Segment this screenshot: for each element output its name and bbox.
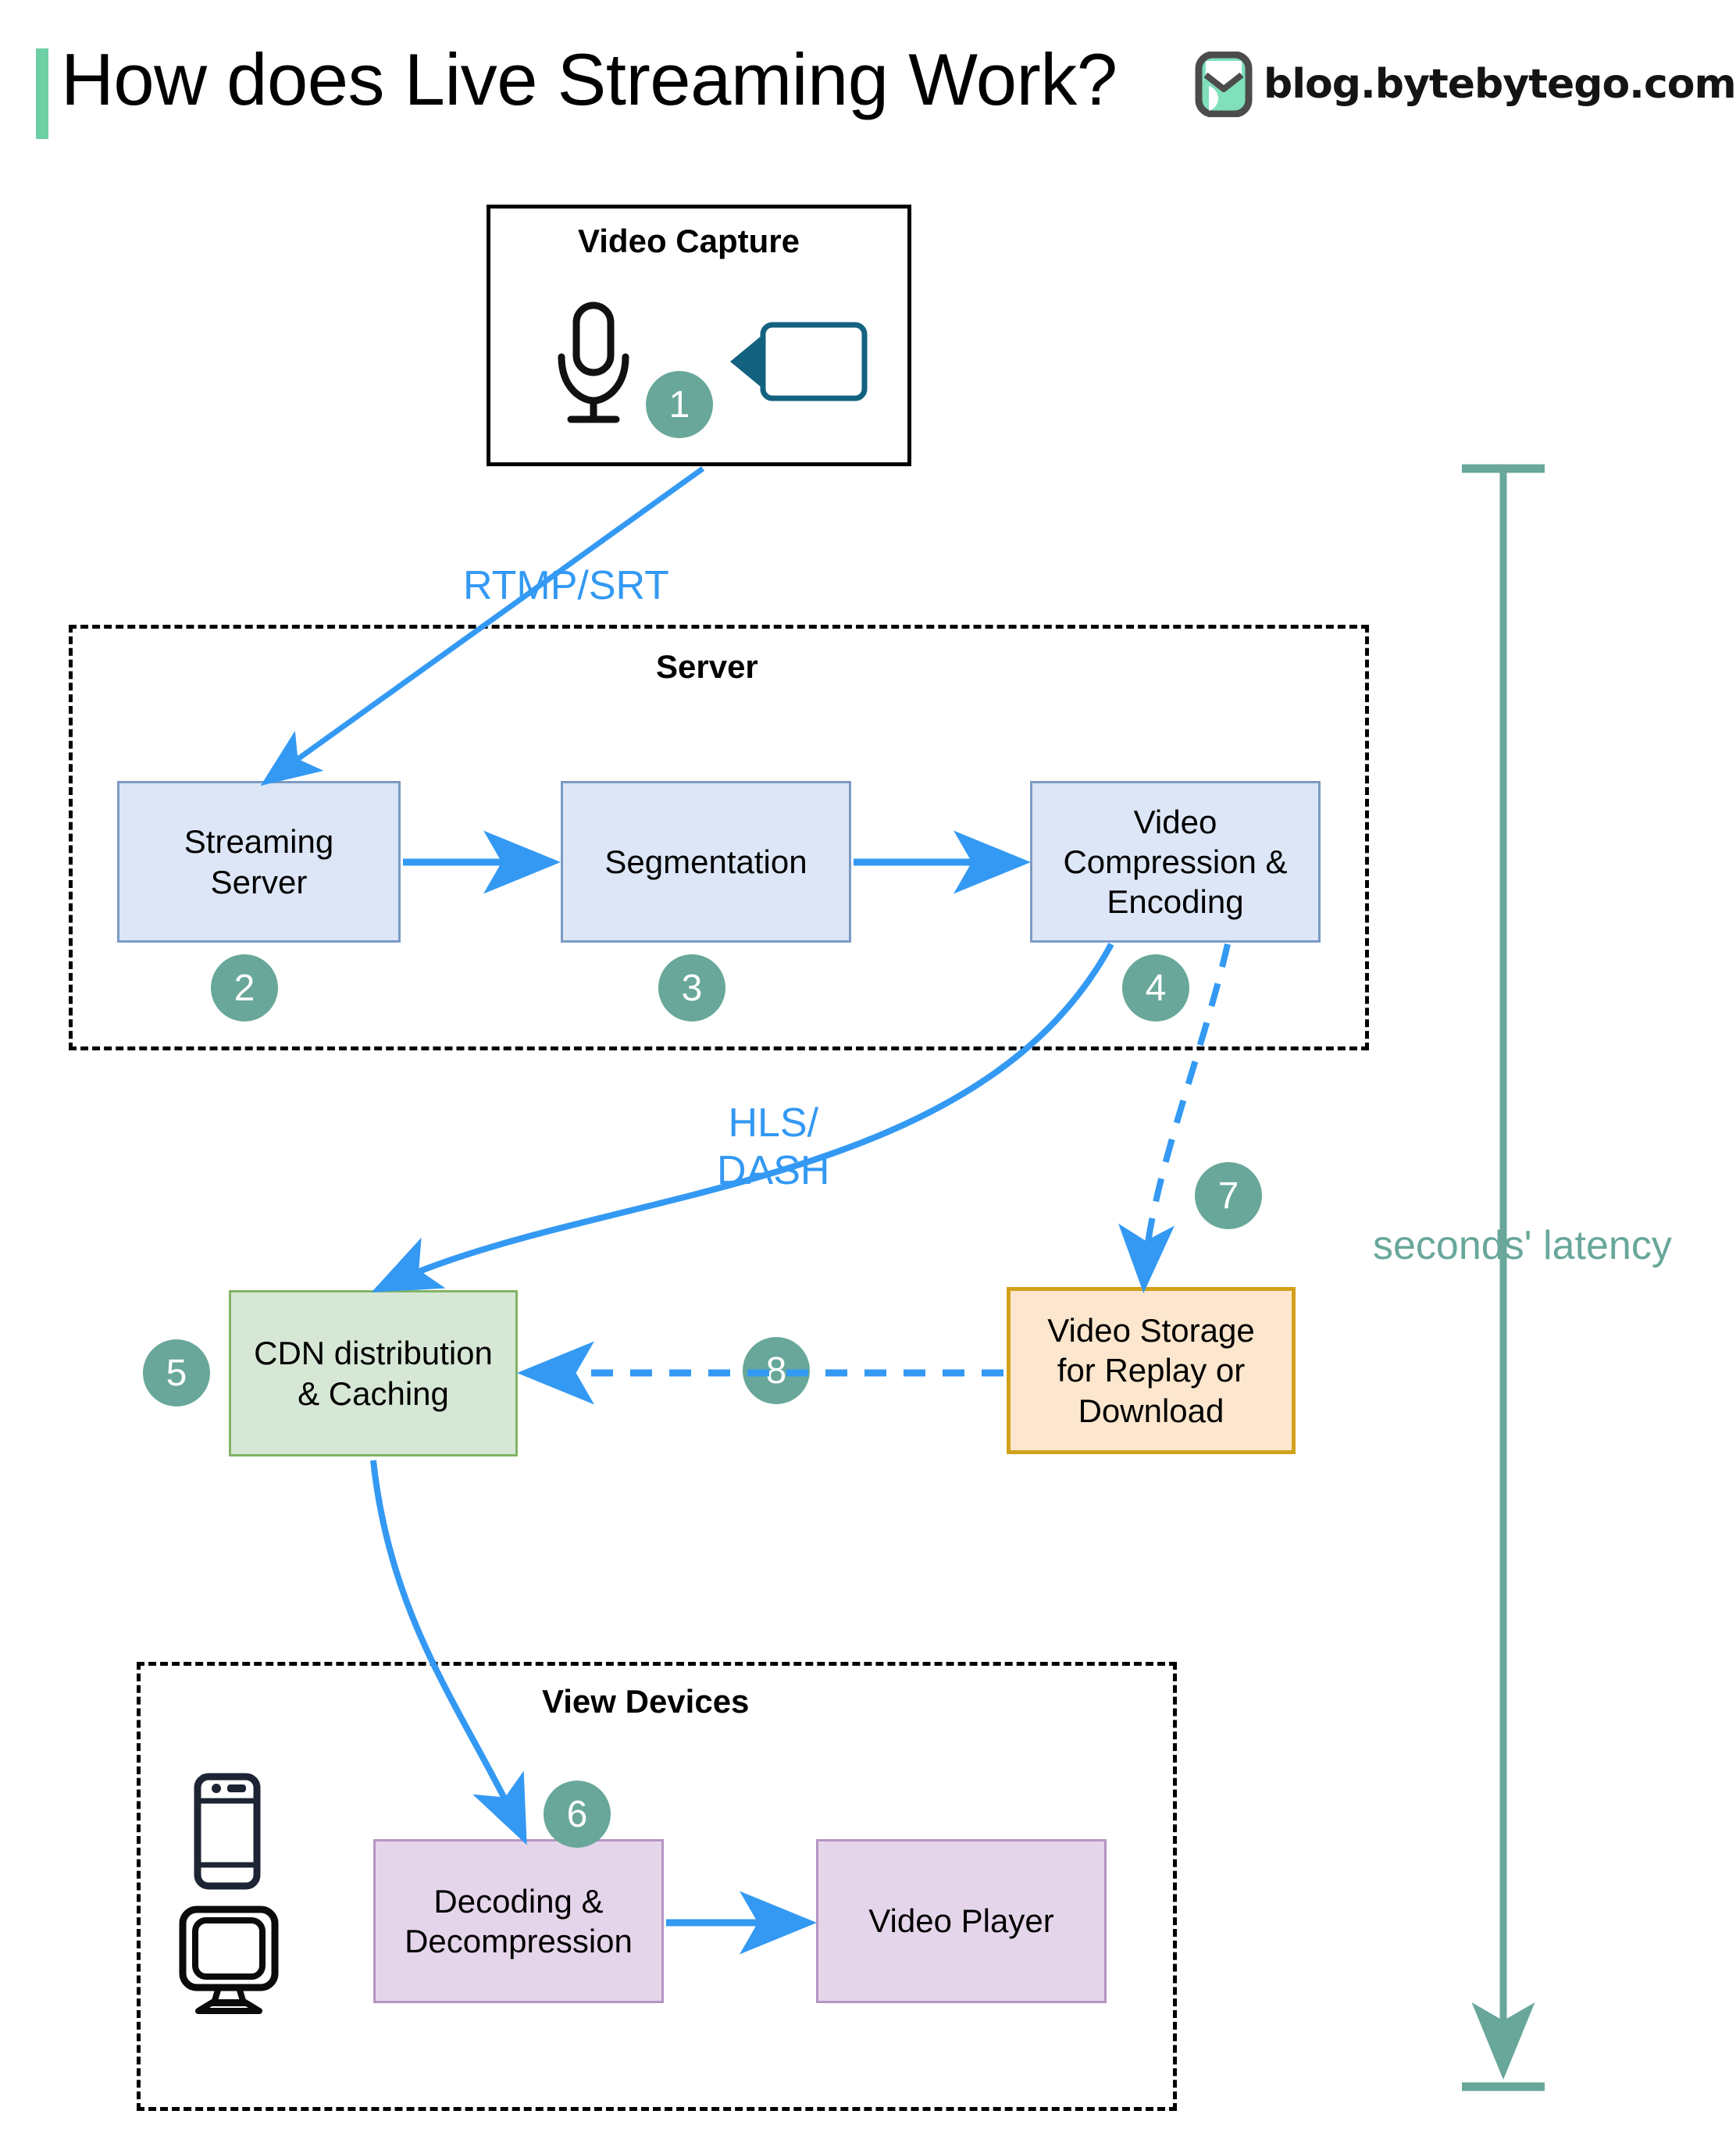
microphone-icon bbox=[551, 301, 636, 426]
mobile-phone-icon bbox=[193, 1773, 262, 1890]
bytebytego-logo-icon bbox=[1195, 51, 1253, 118]
decoding-label: Decoding &Decompression bbox=[405, 1882, 633, 1959]
view-devices-group bbox=[137, 1662, 1177, 2111]
view-devices-label: View Devices bbox=[542, 1683, 750, 1720]
brand-url-text: blog.bytebytego.com bbox=[1264, 61, 1736, 108]
video-capture-label: Video Capture bbox=[578, 223, 800, 259]
brand-watermark: blog.bytebytego.com bbox=[1195, 51, 1736, 118]
video-player-box[interactable]: Video Player bbox=[816, 1839, 1107, 2003]
step-badge-6: 6 bbox=[544, 1781, 611, 1848]
step-badge-8: 8 bbox=[743, 1337, 810, 1404]
page-title: How does Live Streaming Work? bbox=[61, 38, 1118, 120]
desktop-monitor-icon bbox=[178, 1906, 280, 2015]
cdn-label: CDN distribution& Caching bbox=[254, 1335, 493, 1412]
segmentation-box[interactable]: Segmentation bbox=[561, 781, 851, 943]
title-accent-bar bbox=[36, 48, 48, 139]
step-badge-5: 5 bbox=[143, 1339, 210, 1406]
video-camera-icon bbox=[722, 319, 871, 405]
video-player-label: Video Player bbox=[868, 1902, 1054, 1940]
step-badge-3: 3 bbox=[658, 954, 725, 1021]
latency-label: seconds' latency bbox=[1373, 1223, 1672, 1268]
step-badge-4: 4 bbox=[1122, 954, 1189, 1021]
decoding-box[interactable]: Decoding &Decompression bbox=[373, 1839, 664, 2003]
edge-label-hls-dash: HLS/ DASH bbox=[717, 1100, 830, 1194]
edge-label-rtmp-srt: RTMP/SRT bbox=[463, 563, 669, 608]
step-badge-1: 1 bbox=[646, 371, 713, 438]
server-group-label: Server bbox=[656, 648, 758, 685]
cdn-box[interactable]: CDN distribution& Caching bbox=[229, 1290, 518, 1456]
segmentation-label: Segmentation bbox=[604, 843, 807, 880]
step-badge-2: 2 bbox=[211, 954, 278, 1021]
step-badge-7: 7 bbox=[1195, 1162, 1262, 1229]
